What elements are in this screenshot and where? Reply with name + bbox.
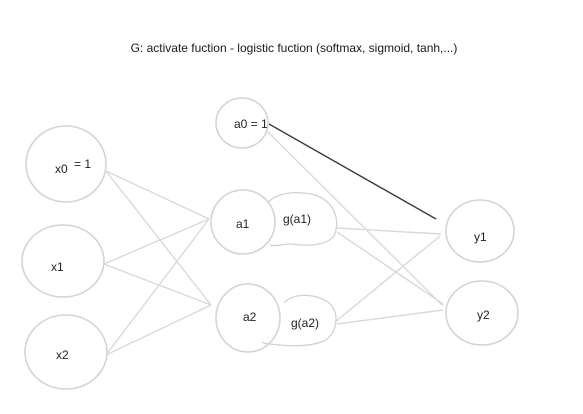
node-x2 <box>24 314 108 390</box>
input-hidden-edges <box>103 170 212 356</box>
hidden-layer <box>210 97 281 353</box>
edge-x2-a1 <box>105 218 210 356</box>
edge-a2-y1 <box>334 235 441 323</box>
activation-sketch-a1 <box>267 192 338 247</box>
node-a1 <box>210 189 276 255</box>
edge-a0-y1 <box>268 123 437 220</box>
node-x0-eq-label: = 1 <box>74 157 91 171</box>
edge-x2-a2 <box>105 304 212 356</box>
node-y1-label: y1 <box>474 230 487 244</box>
node-x1 <box>21 224 105 298</box>
node-x0 <box>25 125 107 203</box>
node-x0-label: x0 <box>55 162 68 176</box>
node-x2-label: x2 <box>56 348 69 362</box>
activation-label-a2: g(a2) <box>291 316 319 330</box>
node-y2 <box>445 280 519 346</box>
edge-a1-y2 <box>336 231 444 305</box>
edge-x1-a1 <box>103 218 210 265</box>
node-a0 <box>215 97 269 149</box>
node-y1 <box>445 199 515 263</box>
node-y2-label: y2 <box>477 308 490 322</box>
hidden-output-edges <box>265 123 444 325</box>
edge-x0-a2 <box>105 170 212 306</box>
edge-a0-y2 <box>265 129 444 307</box>
input-layer <box>21 125 108 390</box>
edge-a1-y1 <box>336 227 442 235</box>
node-a2 <box>215 283 281 353</box>
node-a1-label: a1 <box>236 217 250 231</box>
output-layer <box>445 199 519 346</box>
node-a2-label: a2 <box>243 310 257 324</box>
edge-x1-a2 <box>103 263 212 306</box>
activation-sketch-a2 <box>261 294 337 347</box>
edge-a2-y2 <box>336 309 444 325</box>
activation-label-a1: g(a1) <box>283 212 311 226</box>
node-x1-label: x1 <box>51 260 64 274</box>
edge-x0-a1 <box>105 170 210 220</box>
diagram-title: G: activate fuction - logistic fuction (… <box>131 41 458 55</box>
node-a0-label: a0 = 1 <box>234 117 268 131</box>
